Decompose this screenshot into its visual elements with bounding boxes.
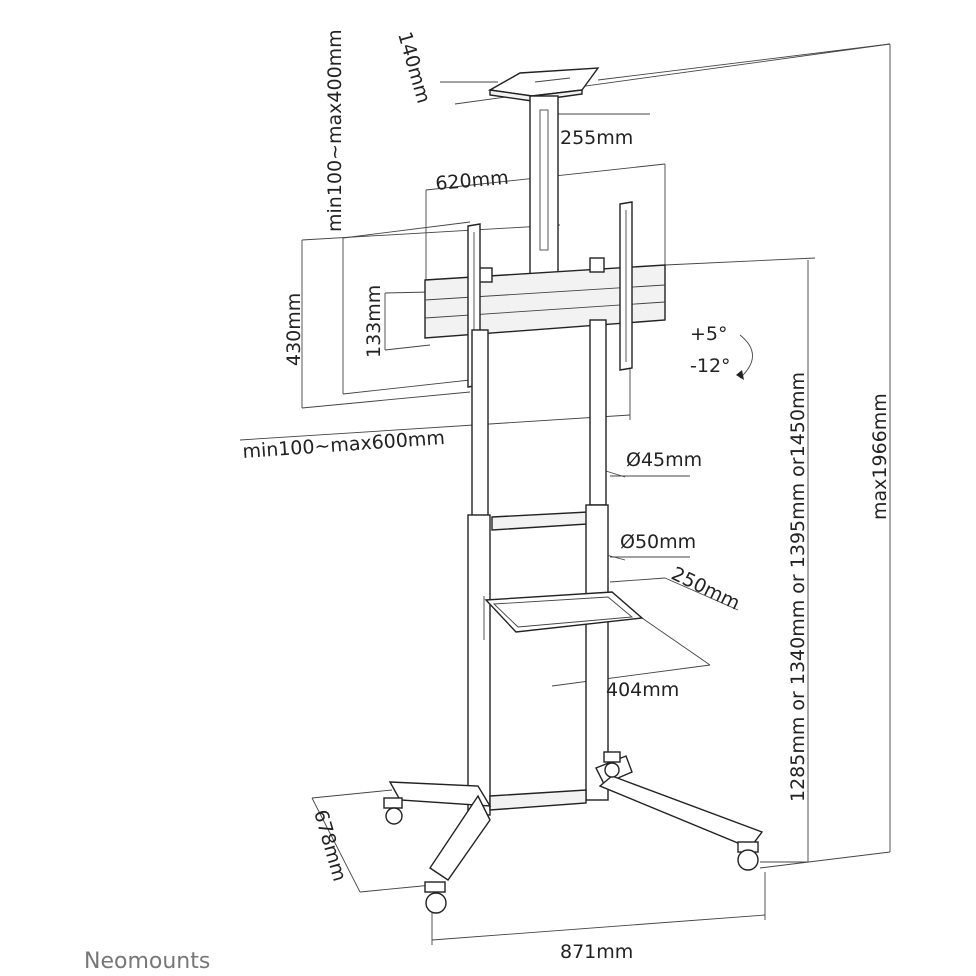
label-base-width: 871mm	[560, 941, 633, 963]
label-tilt-down: -12°	[690, 355, 731, 377]
dimension-labels: 140mm min100~max400mm 255mm 620mm 430mm …	[242, 29, 891, 963]
caster-left-back	[383, 797, 403, 825]
label-mount-heights: 1285mm or 1340mm or 1395mm or1450mm	[787, 372, 809, 802]
label-max-height: max1966mm	[869, 393, 891, 520]
caster-left-front	[424, 881, 447, 914]
lower-pole-right	[585, 504, 609, 801]
caster-right-front	[737, 841, 759, 871]
tilt-arrowhead-icon	[736, 370, 744, 380]
label-crossbar-height: 133mm	[363, 285, 385, 358]
tilt-arrow-icon	[739, 334, 753, 379]
leg-front-right	[598, 775, 764, 849]
dimension-lines	[239, 43, 891, 945]
caster-right-back	[603, 751, 621, 778]
label-shelf-width: 404mm	[606, 679, 679, 701]
brand-logo-text: Neomounts	[84, 949, 210, 974]
bottom-crossbar	[489, 789, 587, 811]
upper-pole-right	[589, 319, 607, 506]
label-tilt-up: +5°	[690, 323, 728, 345]
label-vesa-horizontal-range: min100~max600mm	[242, 427, 446, 463]
label-vesa-vertical-range: min100~max400mm	[324, 29, 346, 232]
label-shelf-depth: 250mm	[668, 563, 744, 615]
lower-pole-left	[467, 514, 491, 816]
label-upper-pole-diameter: Ø45mm	[626, 449, 702, 471]
label-top-shelf-depth: 140mm	[393, 29, 434, 106]
camera-pole	[529, 95, 559, 277]
label-base-depth: 678mm	[309, 807, 350, 884]
label-lower-pole-diameter: Ø50mm	[620, 531, 696, 553]
leg-back-left	[388, 781, 492, 807]
label-mount-height: 430mm	[283, 293, 305, 366]
label-top-shelf-width: 255mm	[560, 127, 633, 149]
upper-pole-left	[471, 329, 489, 521]
stand-drawing	[383, 67, 764, 914]
vesa-arm-right	[619, 201, 633, 371]
mid-crossbar	[491, 511, 589, 531]
top-shelf	[487, 67, 600, 102]
equipment-shelf	[483, 591, 644, 640]
leg-front-left	[429, 794, 491, 881]
label-mount-width: 620mm	[435, 167, 510, 195]
